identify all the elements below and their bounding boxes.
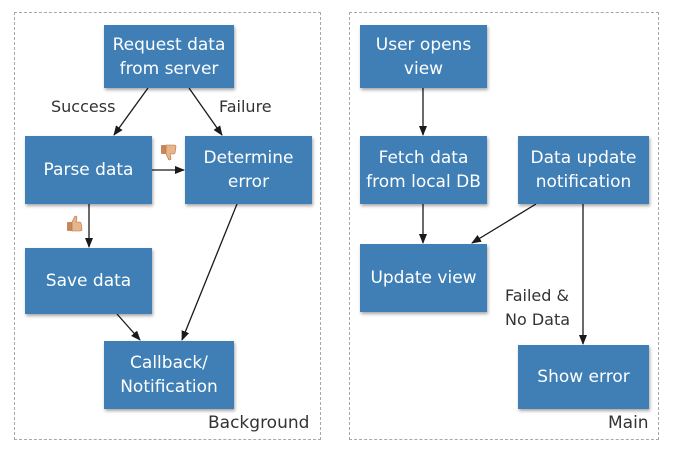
- thumbs-down-icon: [161, 144, 177, 161]
- background-panel: [14, 12, 321, 440]
- arrow-determine-to-callback: [181, 203, 238, 341]
- update-view-label: Update view: [370, 268, 477, 288]
- failed-no-data-label: Failed & No Data: [505, 286, 571, 329]
- main-panel: [349, 12, 659, 440]
- determine-error-node: Determine error: [185, 136, 312, 204]
- arrow-request-to-parse: [113, 87, 149, 136]
- show-error-label: Show error: [537, 367, 630, 387]
- show-error-node: Show error: [518, 345, 649, 409]
- main-panel-label: Main: [608, 413, 649, 433]
- user-opens-view-node: User opens view: [360, 25, 487, 88]
- data-update-notification-label: Data update notification: [530, 148, 637, 192]
- arrow-save-to-callback: [116, 313, 141, 341]
- parse-data-label: Parse data: [43, 160, 134, 180]
- callback-notification-label: Callback/ Notification: [120, 353, 218, 397]
- save-data-label: Save data: [45, 271, 132, 291]
- fetch-data-label: Fetch data from local DB: [366, 148, 481, 192]
- arrow-request-to-determine: [188, 87, 223, 136]
- request-data-label: Request data from server: [112, 34, 226, 79]
- background-panel-label: Background: [208, 413, 310, 433]
- arrow-dataupdate-to-updateview: [471, 203, 537, 244]
- success-label: Success: [51, 97, 116, 116]
- update-view-node: Update view: [360, 244, 487, 312]
- thumbs-up-icon: [67, 215, 83, 232]
- fetch-data-node: Fetch data from local DB: [360, 136, 487, 204]
- failure-label: Failure: [219, 97, 272, 116]
- determine-error-label: Determine error: [203, 148, 294, 192]
- user-opens-view-label: User opens view: [375, 34, 472, 79]
- callback-notification-node: Callback/ Notification: [104, 341, 234, 409]
- request-data-node: Request data from server: [104, 25, 234, 88]
- data-update-notification-node: Data update notification: [518, 136, 649, 204]
- parse-data-node: Parse data: [25, 136, 152, 204]
- save-data-node: Save data: [25, 248, 152, 314]
